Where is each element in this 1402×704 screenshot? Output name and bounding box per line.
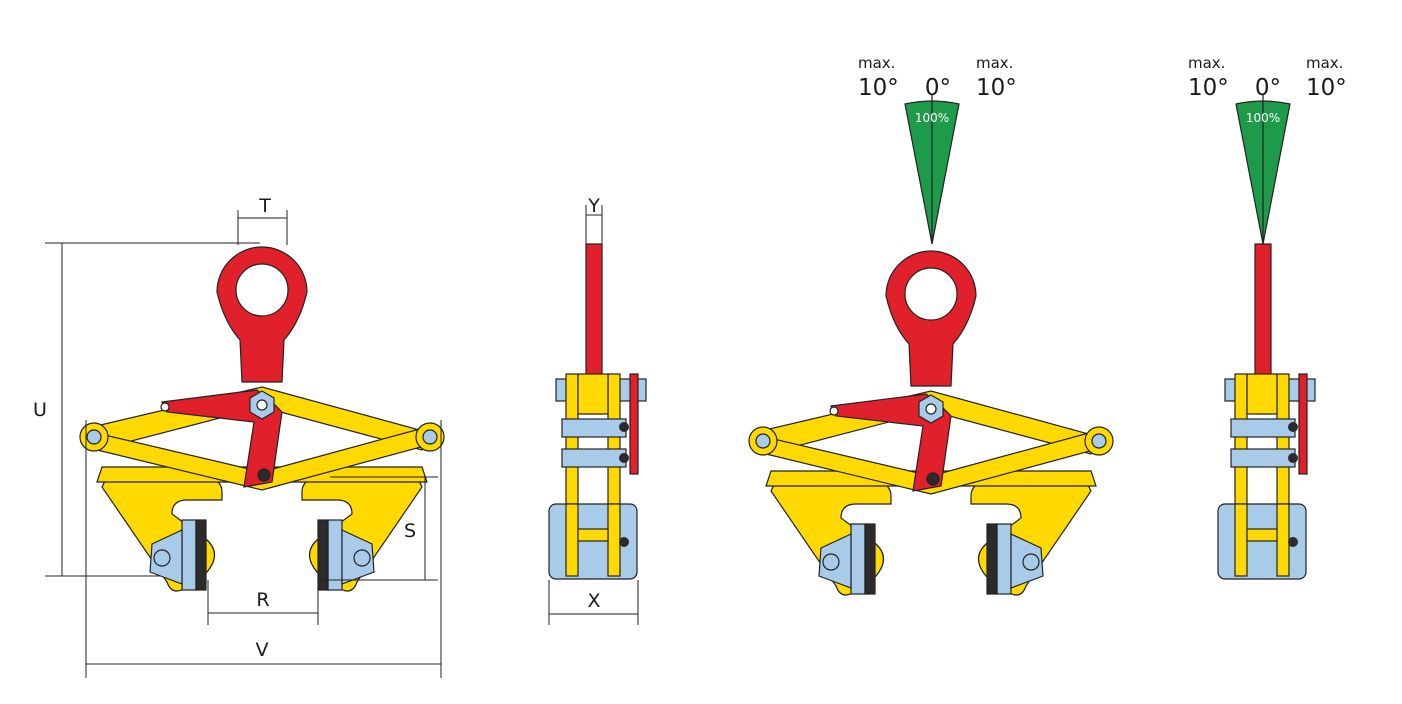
dim-label-u: U bbox=[33, 399, 47, 421]
angle-value-right-side: 10° bbox=[1306, 75, 1347, 101]
angle-value-right-front: 10° bbox=[976, 75, 1017, 101]
angle-max-right-side: max. bbox=[1306, 54, 1343, 72]
dim-label-r: R bbox=[256, 589, 269, 611]
angle-value-center-side: 0° bbox=[1255, 75, 1281, 101]
angle-value-left-front: 10° bbox=[858, 75, 899, 101]
angle-max-left-front: max. bbox=[858, 54, 895, 72]
angle-value-center-front: 0° bbox=[925, 75, 951, 101]
side-view-dimensioned: Y X bbox=[548, 195, 647, 625]
dim-label-t: T bbox=[258, 195, 271, 217]
capacity-label-side: 100% bbox=[1246, 111, 1280, 125]
front-view-angle: 100% max. 10° 0° max. 10° bbox=[748, 54, 1114, 596]
side-view-angle: 100% max. 10° 0° max. 10° bbox=[1188, 54, 1347, 580]
front-view-dimensioned: T U S R V bbox=[33, 195, 445, 678]
dim-label-x: X bbox=[587, 590, 600, 612]
angle-max-left-side: max. bbox=[1188, 54, 1225, 72]
angle-max-right-front: max. bbox=[976, 54, 1013, 72]
dim-label-v: V bbox=[256, 639, 269, 661]
angle-value-left-side: 10° bbox=[1188, 75, 1229, 101]
capacity-label-front: 100% bbox=[915, 111, 949, 125]
dim-label-y: Y bbox=[587, 195, 600, 217]
dim-label-s: S bbox=[404, 520, 416, 542]
